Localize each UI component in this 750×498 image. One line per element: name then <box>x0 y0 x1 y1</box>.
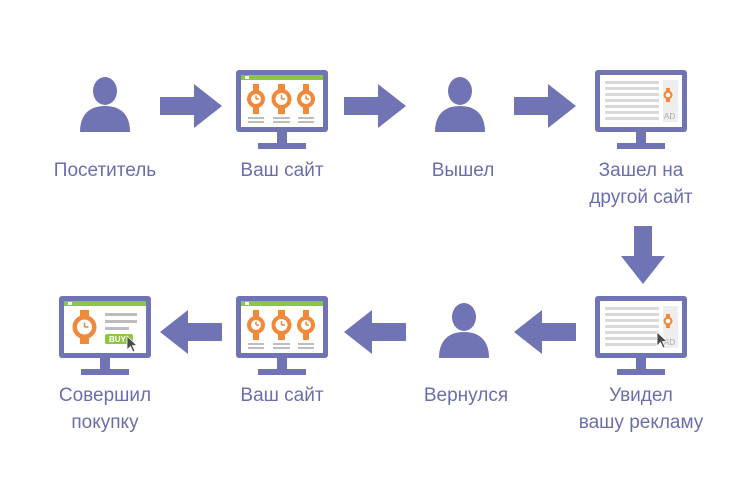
step-label-saw-ad: Увидел вашу рекламу <box>578 385 704 433</box>
step-label-visitor: Посетитель <box>53 160 157 181</box>
ad-label: AD <box>664 338 675 347</box>
person-icon <box>437 302 491 360</box>
cursor-icon <box>126 335 139 353</box>
monitor-buy-icon: BUY <box>59 296 151 380</box>
step-label-other-site: Зашел на другой сайт <box>589 160 693 208</box>
step-label-your-site-2: Ваш сайт <box>240 385 324 406</box>
monitor-watches-icon <box>236 70 328 154</box>
arrow-icon <box>344 84 406 128</box>
cursor-icon <box>656 331 669 349</box>
arrow-icon <box>621 226 665 284</box>
monitor-watches-icon <box>236 296 328 380</box>
arrow-icon <box>514 84 576 128</box>
arrow-icon <box>514 310 576 354</box>
arrow-icon <box>344 310 406 354</box>
monitor-ad-icon: AD <box>595 70 687 154</box>
step-label-returned: Вернулся <box>423 385 509 406</box>
person-icon <box>78 76 132 134</box>
arrow-icon <box>160 310 222 354</box>
arrow-icon <box>160 84 222 128</box>
buy-button-label: BUY <box>109 335 127 344</box>
step-label-left: Вышел <box>431 160 495 181</box>
monitor-ad-icon: AD <box>595 296 687 380</box>
step-label-your-site: Ваш сайт <box>240 160 324 181</box>
ad-label: AD <box>664 112 675 121</box>
step-label-purchase: Совершил покупку <box>58 385 152 433</box>
person-icon <box>433 76 487 134</box>
